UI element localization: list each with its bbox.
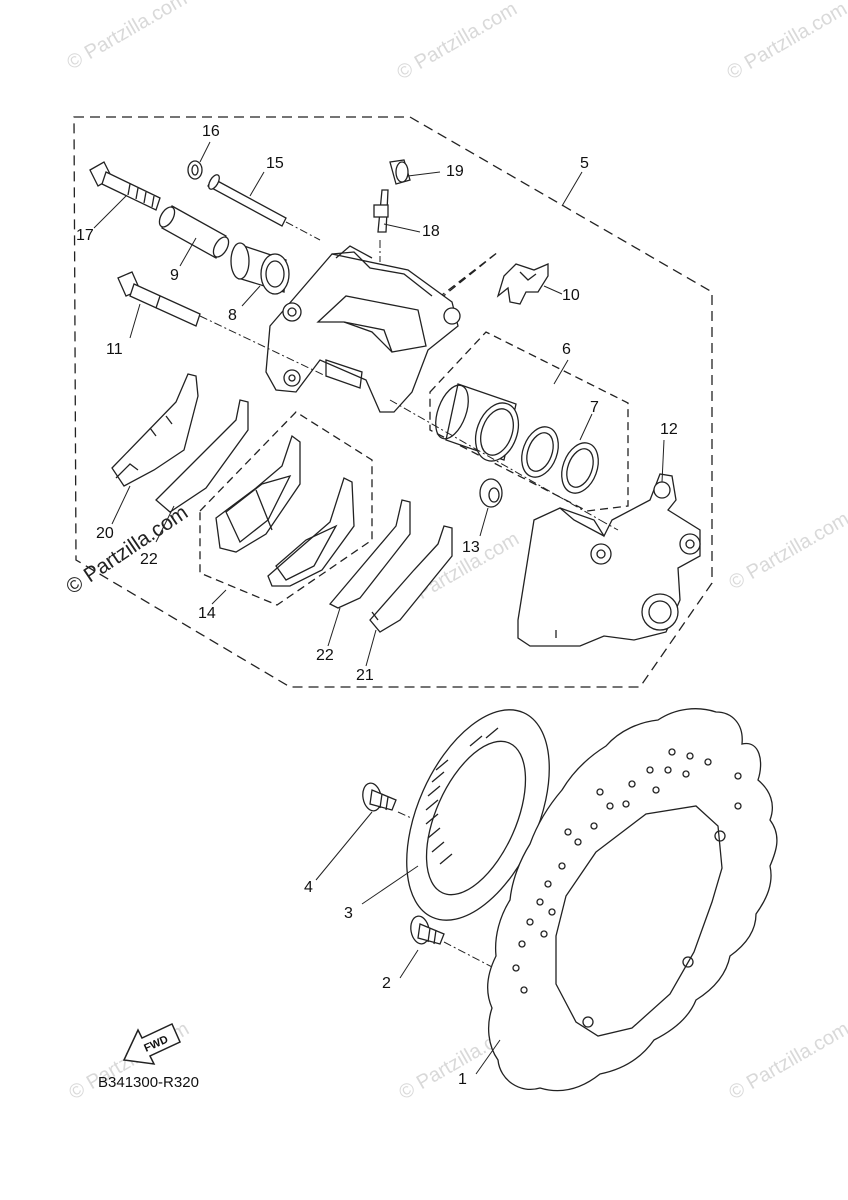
seal-7 [521, 426, 599, 494]
callout-11: 11 [106, 341, 123, 358]
callout-20: 20 [96, 525, 114, 542]
callout-10: 10 [562, 287, 580, 304]
callout-5: 5 [580, 155, 589, 172]
diagram-code: B341300-R320 [98, 1074, 199, 1091]
piston-boundary [429, 331, 629, 512]
callout-13: 13 [462, 539, 480, 556]
pad-14-rear [267, 477, 355, 587]
pad-spring-10 [496, 263, 549, 305]
callout-1: 1 [458, 1071, 467, 1088]
caliper-body [265, 245, 461, 413]
callout-3: 3 [344, 905, 353, 922]
callout-4: 4 [304, 879, 313, 896]
callout-17: 17 [76, 227, 94, 244]
brake-disc-1 [486, 708, 778, 1092]
pad-14-front [215, 434, 301, 553]
cap-16 [187, 160, 203, 180]
pad-set-boundary [199, 411, 373, 606]
pad-spring-boundary [435, 251, 499, 303]
bracket-12 [517, 473, 701, 647]
callout-22-left: 22 [140, 551, 158, 568]
disc-holes [512, 748, 742, 1028]
shim-20 [111, 373, 199, 487]
callout-6: 6 [562, 341, 571, 358]
callout-9: 9 [170, 267, 179, 284]
callout-14: 14 [198, 605, 216, 622]
bolt-11 [117, 271, 201, 327]
cap-13 [479, 478, 503, 508]
pin-15 [207, 174, 287, 227]
shim-22-right [328, 499, 411, 609]
callout-15: 15 [266, 155, 284, 172]
leader-lines [93, 141, 665, 1075]
callout-2: 2 [382, 975, 391, 992]
callout-12: 12 [660, 421, 678, 438]
callout-8: 8 [228, 307, 237, 324]
callout-21: 21 [356, 667, 374, 684]
bolt-4 [362, 782, 397, 812]
callout-7: 7 [590, 399, 599, 416]
callout-19: 19 [446, 163, 464, 180]
bolt-17 [89, 161, 161, 211]
bolt-2 [410, 915, 445, 945]
sleeve-9 [158, 205, 230, 259]
shim-21 [369, 525, 453, 633]
boot-8 [230, 242, 290, 295]
bleed-cap-19 [389, 159, 411, 185]
callout-18: 18 [422, 223, 440, 240]
callout-22-right: 22 [316, 647, 334, 664]
callout-16: 16 [202, 123, 220, 140]
bleed-screw-18 [373, 189, 389, 233]
shim-22-left [155, 399, 249, 513]
fwd-arrow [122, 1022, 181, 1065]
piston-6 [435, 383, 520, 462]
